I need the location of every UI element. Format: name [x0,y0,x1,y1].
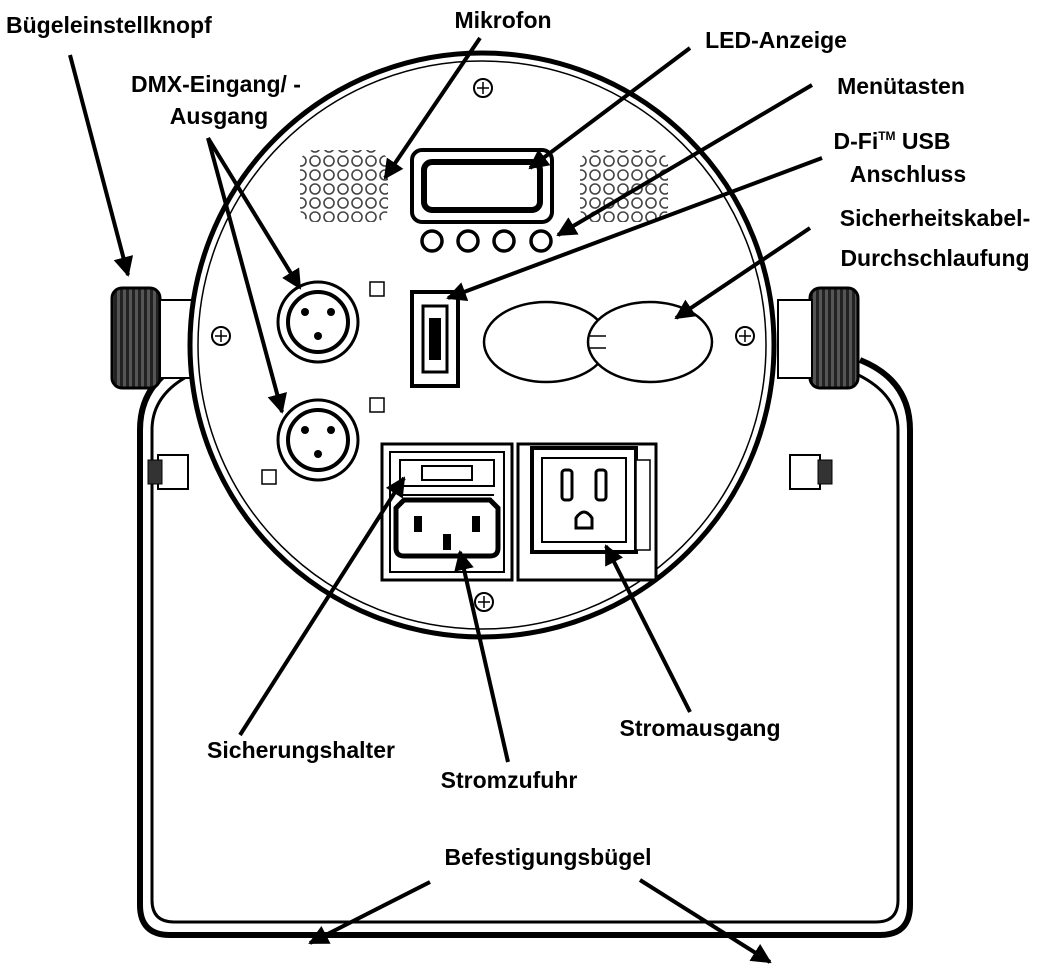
microphone-grille-left [300,150,388,222]
power-outlet [516,442,658,582]
label-dmx-line2: Ausgang [170,103,268,129]
led-display [410,148,554,224]
label-dmx-line1: DMX-Eingang/ - [131,71,301,97]
bracket-bolt-right [789,454,833,490]
dmx-input-connector [276,280,385,364]
arrow-safety [674,226,812,320]
label-knob: Bügeleinstellknopf [6,12,212,38]
label-safety-line2: Durchschlaufung [840,245,1029,271]
arrow-usb [446,156,823,302]
menu-button [456,229,480,253]
label-menu: Menütasten [837,73,965,99]
menu-button [492,229,516,253]
label-usb-line2: Anschluss [850,161,966,187]
menu-button [529,229,553,253]
label-bracket: Befestigungsbügel [444,844,651,870]
arrow-knob [68,54,134,277]
labels: Bügeleinstellknopf Mikrofon LED-Anzeige … [6,7,1030,870]
arrow-power-out [604,544,692,713]
label-led: LED-Anzeige [705,27,847,53]
bracket-adjustment-knob-right [777,286,860,390]
bracket-bolt-left [147,454,189,490]
label-safety-line1: Sicherheitskabel- [840,205,1030,231]
label-mic: Mikrofon [454,7,551,33]
arrow-bracket-left [308,880,431,945]
label-usb-line1: D-FiTM USB [834,128,951,154]
menu-buttons [420,229,553,253]
mounting-bracket [137,357,913,938]
bracket-adjustment-knob-left [110,286,195,390]
label-fuse: Sicherungshalter [207,737,395,763]
arrow-dmx-in [206,136,302,290]
menu-button [420,229,444,253]
usb-port [410,290,460,388]
microphone-grille-right [580,150,668,222]
leader-arrows [68,36,823,964]
arrow-mic [383,36,482,180]
label-power-out: Stromausgang [619,715,780,741]
dmx-output-connector [261,397,385,485]
arrow-bracket-right [638,878,772,964]
screws [211,78,755,612]
safety-cable-loop [482,300,714,384]
arrow-dmx-out [206,137,287,414]
fuse-holder-and-power-inlet [380,442,514,582]
arrow-fuse [238,476,406,737]
arrow-led [528,46,692,170]
arrow-power-in [454,550,510,763]
arrow-menu [556,83,814,237]
label-power-in: Stromzufuhr [441,767,578,793]
